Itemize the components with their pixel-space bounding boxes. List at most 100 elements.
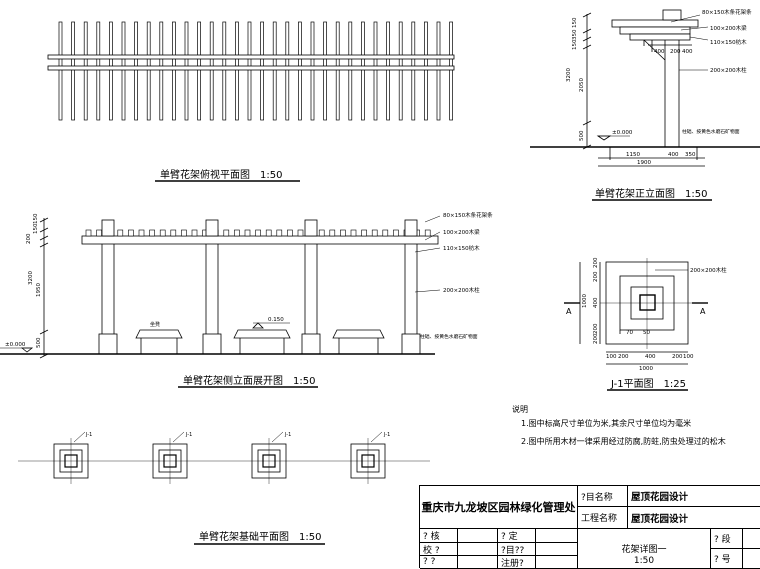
side-slat-end xyxy=(393,229,399,237)
front-elevation-text: 150 350 150 3200 2050 500 400 200 400 11… xyxy=(566,8,752,166)
side-slat-end xyxy=(117,229,124,237)
side-column-base xyxy=(301,333,321,355)
footing-tag-1: J-1 xyxy=(85,432,92,438)
side-bench-level-symbol xyxy=(252,322,264,329)
foundation-plan-title: 单臂花架基础平面图 1:50 xyxy=(199,530,321,543)
side-column-base xyxy=(98,333,118,355)
footing-dim-h-4: 200 xyxy=(672,354,683,360)
side-slat-end xyxy=(223,229,230,237)
bench-1 xyxy=(135,329,183,339)
design-label-2: 注册? xyxy=(498,556,536,569)
dim-tick xyxy=(582,120,592,126)
project-label: ?目名称 xyxy=(578,486,628,507)
side-slat-row xyxy=(85,229,431,237)
dim-tick xyxy=(39,329,49,335)
number-value xyxy=(743,549,760,569)
footing-inner-dim-2: 50 xyxy=(643,330,650,336)
side-slat-end xyxy=(191,229,198,237)
dim-tick xyxy=(582,12,592,18)
footing-outer xyxy=(53,443,89,479)
footing-tag-3: J-1 xyxy=(284,432,291,438)
side-slat-end xyxy=(287,229,293,237)
roof-slat xyxy=(298,21,302,121)
front-brace xyxy=(643,39,666,61)
leader xyxy=(424,215,441,223)
foundation-tags: J-1 J-1 J-1 J-1 xyxy=(85,432,390,438)
footing-dim-v-2: 200 xyxy=(593,257,599,268)
leader xyxy=(670,14,701,23)
roof-slat xyxy=(58,21,63,121)
front-dim-h-6: 350 xyxy=(685,152,696,158)
front-dim-v-1: 150 xyxy=(572,17,578,28)
side-slat-end xyxy=(265,229,272,237)
beam-top xyxy=(47,54,455,60)
side-slat-end xyxy=(329,229,336,237)
side-dim-v-5: 1950 xyxy=(36,283,42,297)
side-elevation-view xyxy=(0,215,441,359)
side-bench-level: 0.150 xyxy=(268,317,284,323)
front-beam xyxy=(619,26,691,35)
side-column-base xyxy=(401,333,421,355)
front-dim-v-6: 500 xyxy=(579,130,585,141)
roof-slat xyxy=(424,21,428,121)
front-label-column: 200×200木柱 xyxy=(710,66,747,74)
side-slat-end xyxy=(276,229,283,237)
organization-name: 重庆市九龙坡区园林绿化管理处 xyxy=(420,486,578,529)
dim-tick xyxy=(39,235,49,241)
notes-line-1: 1.图中标高尺寸单位为米,其余尺寸单位均为毫米 xyxy=(521,419,692,428)
footing-inner-dim-1: 70 xyxy=(626,330,633,336)
footing-outer xyxy=(350,443,386,479)
check-label-2: ?目?? xyxy=(498,543,536,556)
footing-step xyxy=(356,449,380,473)
side-level-text: ±0.000 xyxy=(5,342,26,348)
footing-dim-h-2: 200 xyxy=(618,354,629,360)
front-dim-v-2: 350 xyxy=(572,29,578,40)
side-elevation-text: 200 150 150 3200 1950 500 80×150木条花架条 10… xyxy=(5,211,493,348)
footing-step xyxy=(257,449,281,473)
number-label: ? 号 xyxy=(711,549,743,569)
footing-outer xyxy=(152,443,188,479)
front-dim-h-7: 1900 xyxy=(637,160,651,166)
roof-slat xyxy=(96,21,101,121)
roof-slat xyxy=(373,21,378,121)
roof-slat xyxy=(71,21,75,121)
leader xyxy=(680,26,709,31)
dim-tick xyxy=(582,36,592,42)
side-slat-end xyxy=(149,229,155,237)
approve-label: ? 核 xyxy=(420,529,458,543)
roof-slat xyxy=(260,21,264,121)
check-value-2 xyxy=(536,543,578,556)
section-mark-right-label: A xyxy=(700,307,706,316)
drawing-scale: 1:50 xyxy=(633,555,655,566)
roof-slat xyxy=(335,21,340,121)
bench-3 xyxy=(332,329,385,339)
roof-slat xyxy=(310,21,315,121)
footing-tag-leader xyxy=(73,431,86,443)
footing-tag-leader xyxy=(271,431,284,443)
side-dim-v-2: 150 xyxy=(33,223,39,234)
side-post-cap xyxy=(404,219,418,237)
stage-value xyxy=(743,529,760,549)
footing-dim-h-5: 100 xyxy=(683,354,694,360)
bench-2 xyxy=(233,329,291,339)
side-slat-end xyxy=(128,229,134,237)
side-slat-end xyxy=(382,229,389,237)
front-dim-h-3: 400 xyxy=(682,49,693,55)
roof-slat xyxy=(436,21,441,121)
front-post-cap xyxy=(662,9,682,21)
side-dim-v-3: 150 xyxy=(33,213,39,224)
side-label-slat: 80×150木条花架条 xyxy=(443,211,493,219)
leader xyxy=(414,247,441,253)
footing-dim-v-5: 200 xyxy=(593,323,599,334)
footing-step xyxy=(158,449,182,473)
check-label: 校 ? xyxy=(420,543,458,556)
roof-slat xyxy=(197,21,201,121)
side-slat-end xyxy=(159,229,166,237)
side-slat-end xyxy=(96,229,102,237)
footing-tag-4: J-1 xyxy=(383,432,390,438)
front-level-symbol xyxy=(596,135,612,141)
leader xyxy=(414,289,441,293)
roof-slat xyxy=(411,21,416,121)
footing-plan-title: J-1平面图 1:25 xyxy=(610,378,686,390)
